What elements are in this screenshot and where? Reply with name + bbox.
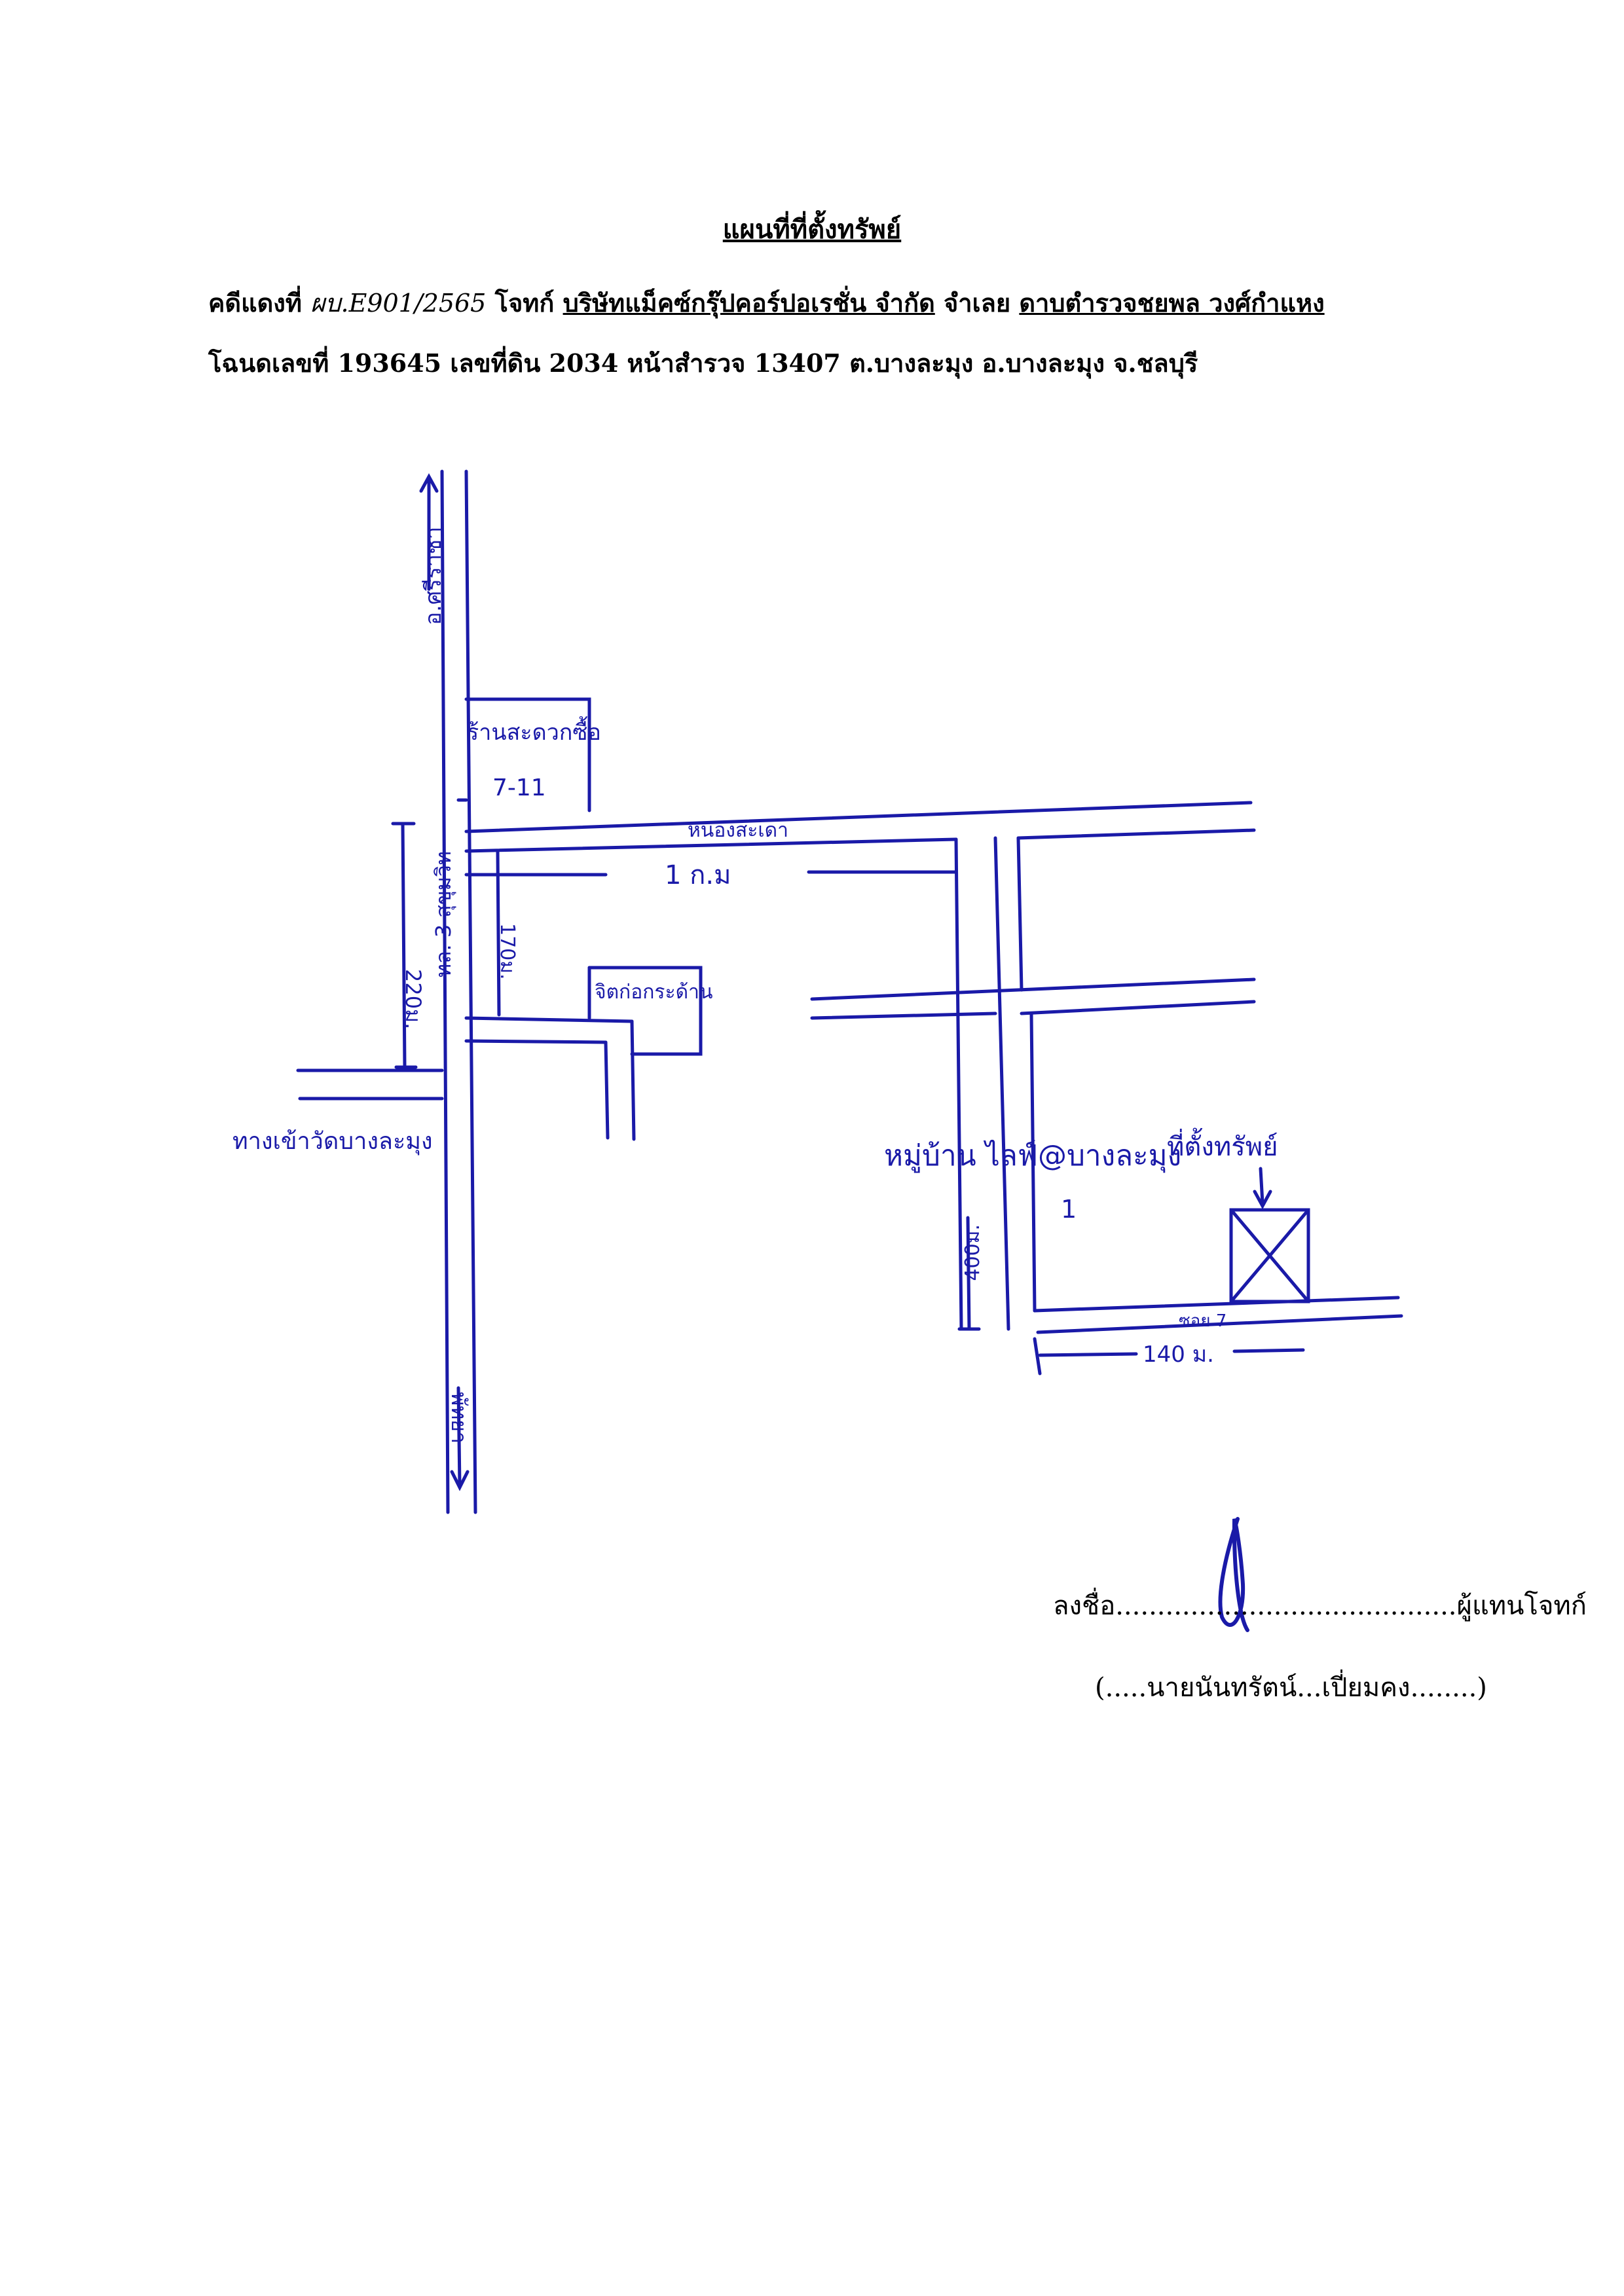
property-arrow-shaft xyxy=(1259,1167,1264,1205)
label-road-south: พัทยา xyxy=(447,1392,471,1444)
label-dist-400: 400ม. xyxy=(961,1224,984,1281)
village-street-east-edge-top xyxy=(1016,836,1024,992)
signature-scribble xyxy=(1218,1517,1249,1632)
south-arrow-shaft xyxy=(456,1386,462,1488)
soi7-south-edge xyxy=(1036,1314,1403,1334)
dim-170-shaft xyxy=(496,849,501,1017)
defendant-label: จำเลย xyxy=(934,288,1020,318)
label-dist-140: 140 ม. xyxy=(1143,1341,1214,1368)
label-wat-road: ทางเข้าวัดบางละมุง xyxy=(232,1128,433,1156)
signature-line: ลงชื่อ..................................… xyxy=(1053,1591,1587,1621)
dim-400-shaft xyxy=(966,1216,971,1331)
case-line: คดีแดงที่ ผบ.E901/2565 โจทก์ บริษัทแม็คซ… xyxy=(208,283,1325,323)
document-title: แผนที่ที่ตั้งทรัพย์ xyxy=(722,214,902,245)
village-street-east-edge-bottom xyxy=(1029,1011,1037,1313)
defendant-name: ดาบตำรวจชยพล วงศ์กำแหง xyxy=(1019,288,1325,318)
dim-140-left xyxy=(1038,1352,1138,1357)
north-arrow-icon xyxy=(419,473,439,493)
soi-main-south-edge-east xyxy=(1016,828,1256,840)
plaintiff-label: โจทก์ xyxy=(486,288,563,318)
dim-220-shaft xyxy=(401,822,407,1069)
label-soi-main: หนองสะเดา xyxy=(688,819,788,842)
store-outline xyxy=(464,697,591,812)
cross-street-south-edge-west xyxy=(810,1011,997,1020)
label-store-name: 7-11 xyxy=(492,774,546,801)
factory-lane-west-edge xyxy=(604,1040,610,1140)
label-dist-220: 220ม. xyxy=(401,969,426,1029)
plaintiff-name: บริษัทแม็คซ์กรุ๊ปคอร์ปอเรชั่น จำกัด xyxy=(563,288,935,318)
label-road-north: อ.ศรีราชา xyxy=(420,526,447,625)
factory-lane-north-edge xyxy=(464,1016,634,1023)
dim-140-left-tick xyxy=(1033,1337,1042,1376)
soi7-north-edge xyxy=(1033,1296,1400,1313)
case-label: คดีแดงที่ xyxy=(208,288,311,318)
label-lane-number: 1 xyxy=(1061,1195,1077,1224)
label-village: หมู่บ้าน ไลฟ์@บางละมุง xyxy=(884,1139,1181,1173)
label-store: ร้านสะดวกซื้อ xyxy=(467,716,601,746)
soi-main-north-edge xyxy=(464,801,1253,833)
property-cross-b xyxy=(1229,1208,1310,1303)
label-dist-170: 170ม. xyxy=(496,923,519,980)
factory-lane-east-edge xyxy=(630,1019,636,1141)
dim-140-right xyxy=(1232,1348,1305,1353)
cross-street-south-edge-east xyxy=(1020,1000,1256,1015)
label-soi-7: ซอย 7 xyxy=(1179,1311,1227,1331)
label-property: ที่ตั้งทรัพย์ xyxy=(1167,1127,1278,1162)
highway-east-edge xyxy=(464,469,477,1514)
property-plot xyxy=(1229,1208,1310,1303)
village-street-inner-west xyxy=(993,836,1010,1331)
label-dist-1km: 1 ก.ม xyxy=(665,860,731,890)
factory-outline xyxy=(587,966,703,1056)
factory-lane-south-edge xyxy=(464,1039,608,1044)
case-number: ผบ.E901/2565 xyxy=(310,289,487,318)
highway-west-edge xyxy=(440,469,450,1514)
property-arrow-icon xyxy=(1253,1190,1272,1210)
cross-street-north-edge xyxy=(810,977,1256,1001)
soi-main-south-edge-west xyxy=(464,837,958,853)
signatory-name: (.....นายนันทรัตน์...เปี่ยมคง........) xyxy=(1095,1673,1487,1703)
label-highway: ทล. 3 สุขุมวิท xyxy=(431,851,456,977)
village-street-west-edge xyxy=(954,837,963,1331)
label-factory: จิตก่อกระด้าน xyxy=(595,981,712,1004)
south-arrow-icon xyxy=(450,1470,470,1491)
deed-line: โฉนดเลขที่ 193645 เลขที่ดิน 2034 หน้าสำร… xyxy=(208,348,1198,378)
